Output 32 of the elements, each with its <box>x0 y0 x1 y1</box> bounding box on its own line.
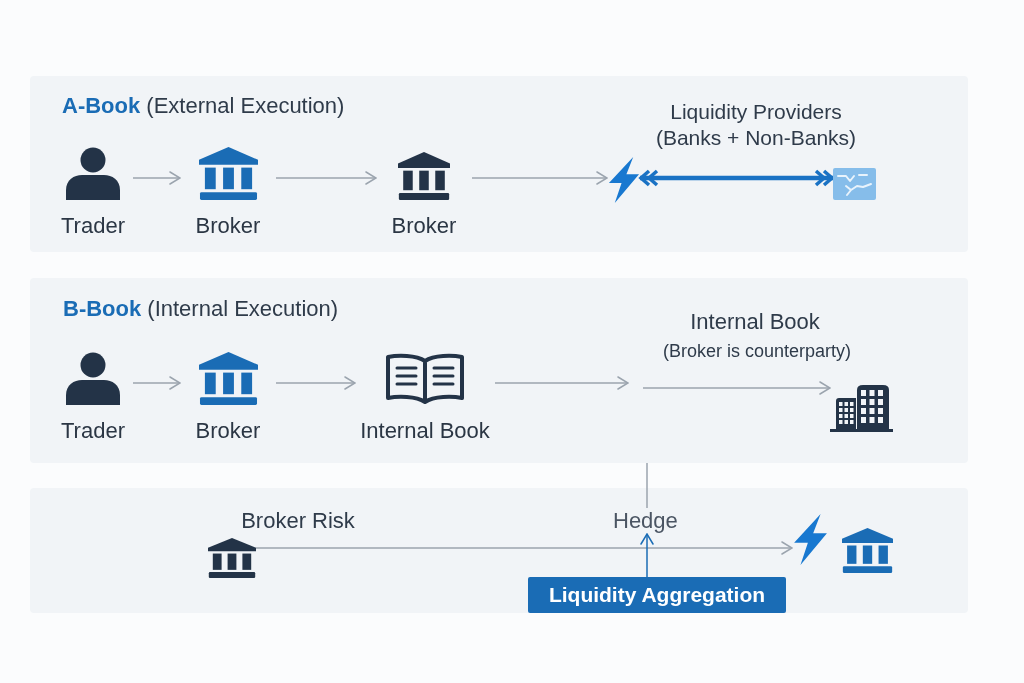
arrow <box>640 533 654 578</box>
arrow <box>642 381 831 395</box>
caption-text: (Broker is counterparty) <box>662 340 852 362</box>
node-label: Trader <box>61 213 125 239</box>
node-label: Broker <box>195 213 261 239</box>
section-panel <box>30 278 968 463</box>
bank-icon <box>842 528 893 573</box>
node-label: Trader <box>61 418 125 444</box>
lightning-icon <box>607 157 640 203</box>
section-panel <box>30 76 968 252</box>
office-building-icon <box>830 385 893 432</box>
arrow <box>275 376 356 390</box>
flow-label: Hedge <box>613 508 678 534</box>
highlight-banner: Liquidity Aggregation <box>528 577 786 613</box>
arrow <box>471 171 608 185</box>
section-heading: A-Book (External Execution) <box>62 93 345 119</box>
node-label: Broker <box>195 418 261 444</box>
lightning-icon <box>792 514 828 565</box>
section-heading: B-Book (Internal Execution) <box>63 296 339 322</box>
arrow <box>132 171 181 185</box>
arrow <box>494 376 629 390</box>
map-icon <box>833 168 876 200</box>
arrow <box>275 171 377 185</box>
caption-text: Broker Risk <box>241 508 355 534</box>
bank-icon <box>208 538 256 578</box>
node-label: Internal Book <box>360 418 490 444</box>
node-label: Broker <box>391 213 457 239</box>
arrow <box>132 376 181 390</box>
arrow <box>255 541 793 555</box>
connector-line <box>646 462 648 509</box>
caption-text: Internal Book <box>690 309 820 335</box>
section-panel <box>30 488 968 613</box>
